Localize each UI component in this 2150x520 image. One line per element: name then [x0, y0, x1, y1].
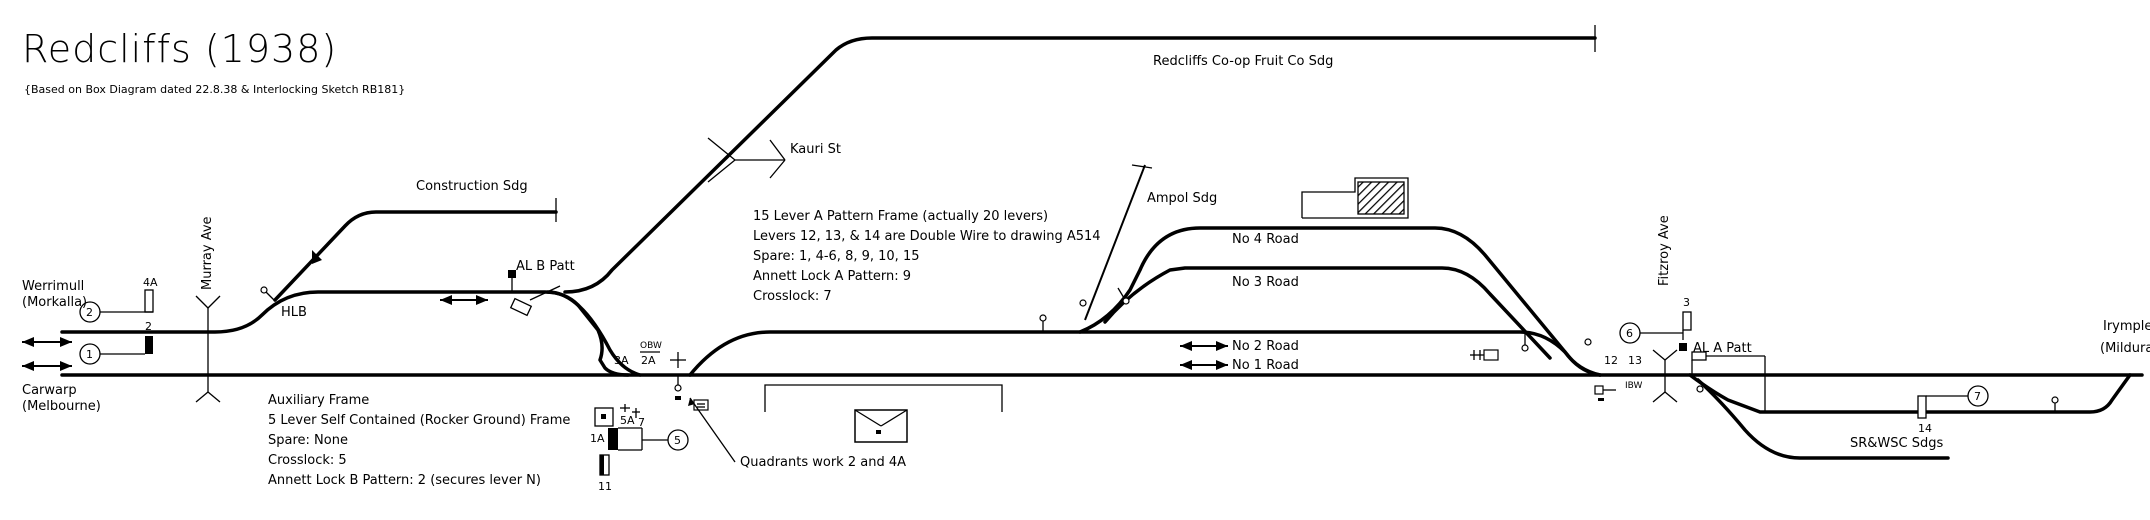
lever-label-2: 2: [145, 320, 152, 333]
ground-signals: [260, 286, 2059, 412]
road-sidings: [1078, 226, 1602, 377]
construction-arrow: [312, 250, 322, 264]
ibw-label: IBW: [1625, 381, 1643, 391]
aux-note-3: Spare: None: [268, 433, 348, 448]
lever-label-12: 12: [1604, 354, 1618, 367]
lever-label-1a: 1A: [590, 432, 605, 445]
fitzroy-ave-crossing: [1652, 349, 1678, 403]
frame-note-4: Annett Lock A Pattern: 9: [753, 269, 911, 284]
kauri-st-crossing: [707, 137, 786, 183]
aux-lever-5a: 5A 7: [594, 404, 645, 429]
aux-lever-1a: 5 1A: [590, 427, 689, 451]
loop-line-platform: [688, 330, 1602, 377]
aux-note-1: Auxiliary Frame: [268, 393, 369, 408]
aux-note-5: Annett Lock B Pattern: 2 (secures lever …: [268, 473, 541, 488]
location-mildura: (Mildura): [2100, 341, 2150, 356]
lever-label-11: 11: [598, 480, 612, 493]
location-werrimull: Werrimull: [22, 279, 84, 294]
quadrants-pointer: [689, 397, 736, 463]
location-fitzroy-ave: Fitzroy Ave: [1657, 215, 1672, 286]
circle-label-7b: 7: [1974, 390, 1981, 403]
lever-label-7: 7: [638, 416, 645, 429]
frame-note-5: Crosslock: 7: [753, 289, 832, 304]
signal-circle-2: 2: [79, 301, 145, 323]
lever-label-13: 13: [1628, 354, 1642, 367]
aux-lever-11: 11: [598, 454, 612, 493]
signal-circle-1: 1: [79, 343, 145, 365]
points-3a-2a: 3A 2A OBW: [614, 341, 686, 368]
frame-note-1: 15 Lever A Pattern Frame (actually 20 le…: [753, 209, 1048, 224]
aux-notes: Auxiliary Frame 5 Lever Self Contained (…: [268, 393, 570, 488]
lever-label-5a: 5A: [620, 414, 635, 427]
lever-label-3: 3: [1683, 296, 1690, 309]
location-carwarp: Carwarp: [22, 383, 77, 398]
direction-arrows-loop: [440, 295, 488, 305]
al-b-patt-label: AL B Patt: [516, 259, 575, 274]
signal-2-4a: 4A 2: [143, 276, 158, 354]
instrument-boxes: [693, 349, 1616, 411]
obw-label: OBW: [640, 341, 662, 351]
siding-srwsc: SR&WSC Sdgs: [1850, 436, 1943, 451]
location-kauri-st: Kauri St: [790, 142, 841, 157]
aux-note-2: 5 Lever Self Contained (Rocker Ground) F…: [268, 413, 570, 428]
signal-box-symbol: [854, 409, 908, 443]
circle-label-5: 5: [674, 434, 681, 447]
direction-arrows-west: [22, 337, 72, 371]
location-murray-ave: Murray Ave: [200, 216, 215, 290]
siding-ampol: Ampol Sdg: [1147, 191, 1217, 206]
diagram-title: Redcliffs (1938): [22, 27, 337, 71]
platform-outline: [764, 384, 1003, 412]
location-morkalla: (Morkalla): [22, 295, 87, 310]
diagram-subtitle: {Based on Box Diagram dated 22.8.38 & In…: [24, 83, 405, 96]
murray-ave-crossing: [195, 295, 221, 403]
lever-label-14: 14: [1918, 422, 1932, 435]
al-a-patt: AL A Patt: [1679, 341, 1766, 412]
siding-no1: No 1 Road: [1232, 358, 1299, 373]
signal-3: 3: [1682, 296, 1692, 340]
circle-label-1: 1: [86, 348, 93, 361]
frame-notes: 15 Lever A Pattern Frame (actually 20 le…: [753, 209, 1101, 304]
lever-label-3a: 3A: [614, 354, 629, 367]
siding-no4: No 4 Road: [1232, 232, 1299, 247]
hlb-label: HLB: [281, 305, 307, 320]
al-a-patt-label: AL A Patt: [1693, 341, 1752, 356]
frame-note-2: Levers 12, 13, & 14 are Double Wire to d…: [753, 229, 1101, 244]
aux-note-4: Crosslock: 5: [268, 453, 347, 468]
lever-label-4a: 4A: [143, 276, 158, 289]
direction-arrows-roads: [1180, 341, 1228, 370]
siding-no2: No 2 Road: [1232, 339, 1299, 354]
circle-label-2: 2: [86, 306, 93, 319]
signal-circle-6: 6: [1619, 322, 1683, 344]
circle-label-6: 6: [1626, 327, 1633, 340]
al-b-patt: AL B Patt: [508, 259, 575, 317]
fruit-co-siding: [563, 25, 1597, 294]
points-12-13: 12 13 IBW: [1604, 354, 1643, 391]
signal-14: 7 14: [1917, 385, 1989, 435]
loop-line-west: [60, 290, 642, 377]
lever-label-2a: 2A: [641, 354, 656, 367]
siding-construction: Construction Sdg: [416, 179, 528, 194]
location-irymple: Irymple: [2103, 319, 2150, 334]
location-melbourne: (Melbourne): [22, 399, 101, 414]
frame-note-3: Spare: 1, 4-6, 8, 9, 10, 15: [753, 249, 920, 264]
ampol-siding-line: [1084, 164, 1146, 321]
building-outline: [1301, 177, 1409, 219]
siding-no3: No 3 Road: [1232, 275, 1299, 290]
construction-siding: [273, 210, 558, 302]
quadrants-note: Quadrants work 2 and 4A: [740, 455, 906, 470]
siding-fruit-co: Redcliffs Co-op Fruit Co Sdg: [1153, 54, 1333, 69]
